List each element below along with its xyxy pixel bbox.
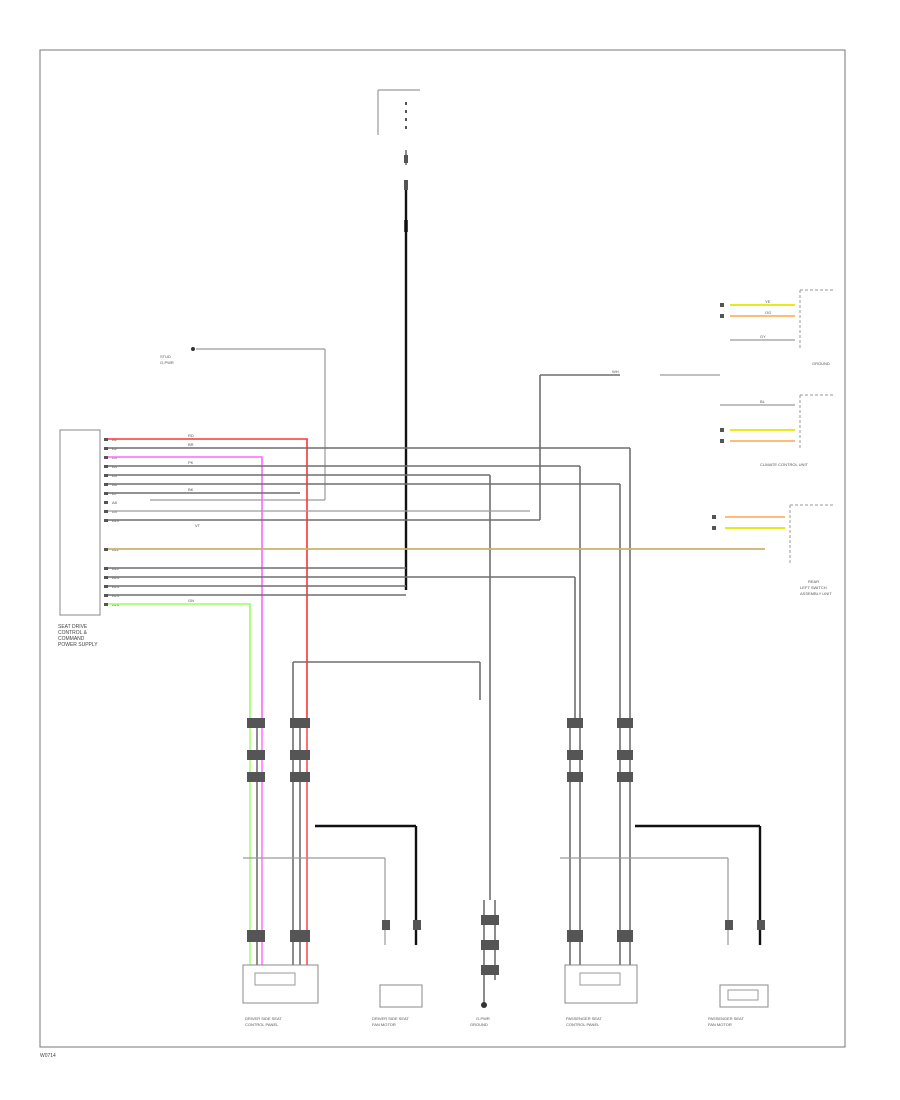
wire-code-1: RD bbox=[188, 433, 194, 438]
center-ground-harness bbox=[481, 900, 499, 1008]
rear-switch-section: REAR LEFT SWITCH ASSEMBLY UNIT bbox=[712, 504, 835, 596]
bottom-1-label-2: CONTROL PANEL bbox=[245, 1022, 279, 1027]
bottom-3-label-1: G-PWR bbox=[476, 1016, 490, 1021]
wire-code-9: WH bbox=[612, 369, 619, 374]
bottom-5-label-2: FAN MOTOR bbox=[708, 1022, 732, 1027]
module-pins: A1 A2 A3 A4 A5 A6 A7 A8 A9 A10 A11 A12 A… bbox=[104, 437, 120, 607]
diagram-frame bbox=[39, 49, 846, 1048]
main-module-label-2: CONTROL & bbox=[58, 630, 88, 636]
main-module-label-1: SEAT DRIVE bbox=[58, 624, 88, 630]
bottom-1-label-1: DRIVER SIDE SEAT bbox=[245, 1016, 282, 1021]
bottom-2-label-2: FAN MOTOR bbox=[372, 1022, 396, 1027]
wire-code-8: GY bbox=[760, 334, 766, 339]
wire-code-10: BL bbox=[760, 399, 766, 404]
bottom-component-4: PASSENGER SEAT CONTROL PANEL bbox=[564, 964, 638, 1027]
bottom-5-label-1: PASSENGER SEAT bbox=[708, 1016, 744, 1021]
main-module-label-4: POWER SUPPLY bbox=[58, 642, 98, 648]
rear-unit-label-1: REAR bbox=[808, 579, 819, 584]
ground-stud-label-1: STUD bbox=[160, 354, 171, 359]
main-module-label-3: COMMAND bbox=[58, 636, 85, 642]
wire-code-labels: RD BR PK GN BK YE OG GY WH BL VT bbox=[188, 299, 771, 603]
ground-stud-top-left: STUD G-PWR bbox=[150, 347, 326, 501]
bottom-4-label-2: CONTROL PANEL bbox=[566, 1022, 600, 1027]
horizontal-harness bbox=[108, 374, 765, 900]
bottom-component-1: DRIVER SIDE SEAT CONTROL PANEL bbox=[242, 964, 319, 1027]
bottom-component-5: PASSENGER SEAT FAN MOTOR bbox=[708, 984, 769, 1027]
wire-code-4: GN bbox=[188, 598, 194, 603]
pin-label-8: A8 bbox=[112, 500, 118, 505]
bottom-component-3: G-PWR GROUND bbox=[470, 1016, 490, 1027]
ground-stud-label-2: G-PWR bbox=[160, 360, 174, 365]
wire-code-2: BR bbox=[188, 442, 194, 447]
top-source bbox=[377, 89, 420, 590]
rear-unit-label-2: LEFT SWITCH bbox=[800, 585, 827, 590]
climate-control-label: CLIMATE CONTROL UNIT bbox=[760, 462, 809, 467]
right-seat-harness bbox=[560, 718, 765, 965]
wire-code-3: PK bbox=[188, 460, 194, 465]
ground-right-label: GROUND bbox=[812, 361, 830, 366]
wire-code-11: VT bbox=[195, 523, 201, 528]
wire-code-5: BK bbox=[188, 487, 194, 492]
footer-code: W0714 bbox=[40, 1053, 56, 1059]
bottom-2-label-1: DRIVER SIDE SEAT bbox=[372, 1016, 409, 1021]
left-seat-harness bbox=[243, 718, 421, 965]
climate-control-section: GROUND CLIMATE CONTROL UNIT bbox=[660, 289, 835, 467]
rear-unit-label-3: ASSEMBLY UNIT bbox=[800, 591, 832, 596]
wire-code-7: OG bbox=[765, 310, 771, 315]
main-module: SEAT DRIVE CONTROL & COMMAND POWER SUPPL… bbox=[58, 429, 101, 648]
wire-code-6: YE bbox=[765, 299, 771, 304]
bottom-4-label-1: PASSENGER SEAT bbox=[566, 1016, 602, 1021]
mid-bus bbox=[292, 661, 481, 720]
bottom-component-2: DRIVER SIDE SEAT FAN MOTOR bbox=[372, 984, 423, 1027]
bottom-3-label-2: GROUND bbox=[470, 1022, 488, 1027]
